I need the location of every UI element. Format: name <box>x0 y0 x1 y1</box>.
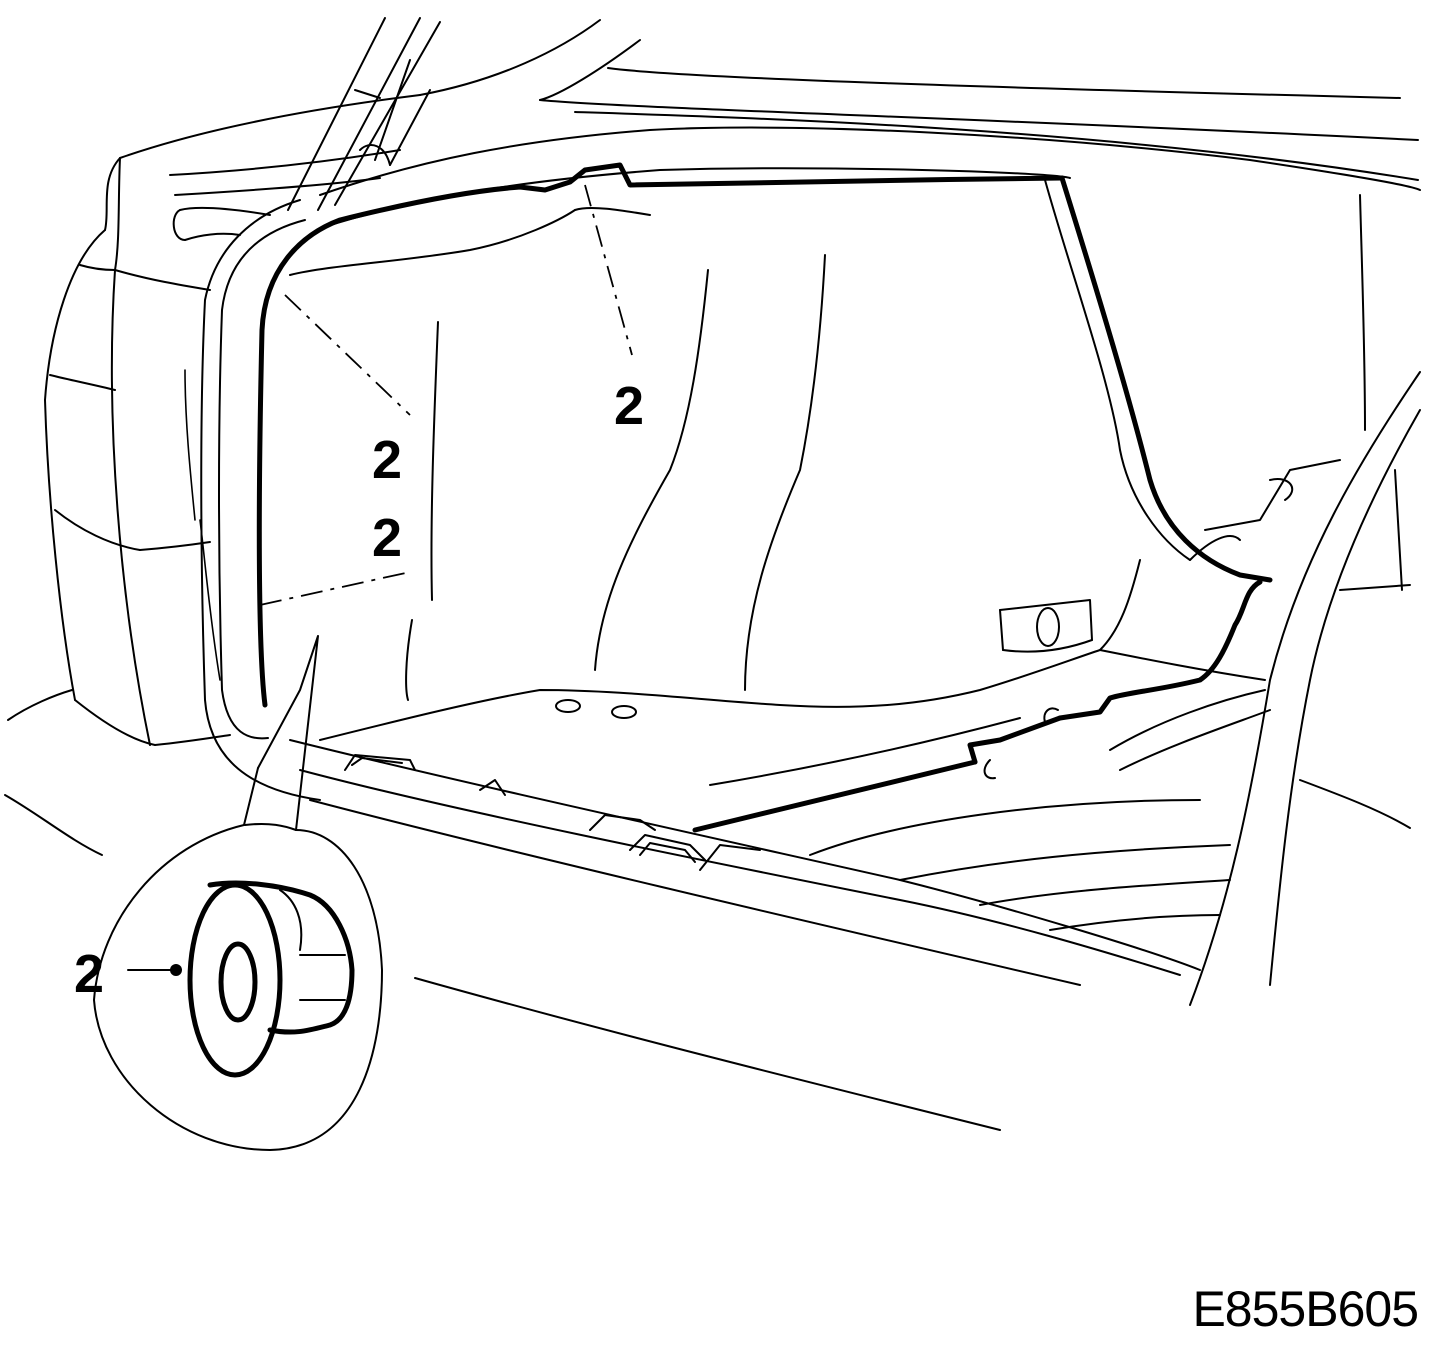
grommet <box>187 880 355 1078</box>
wiring-harness <box>256 162 1273 833</box>
callout-label: 2 <box>74 944 104 1004</box>
callout-label: 2 <box>372 430 402 490</box>
gas-strut <box>172 17 441 241</box>
rear-sill <box>289 739 1201 1131</box>
figure-id: E855B605 <box>1192 1281 1419 1337</box>
callout-label: 2 <box>372 508 402 568</box>
tail-light-cluster <box>44 157 231 746</box>
body-contours <box>4 689 103 856</box>
trunk-seal <box>200 126 1421 801</box>
trunk-lid-outline <box>119 19 1419 196</box>
leader-dot <box>170 964 182 976</box>
trunk-floor <box>319 649 1271 931</box>
trunk-interior <box>405 179 1366 701</box>
leader-lines <box>259 184 633 606</box>
grommet-detail <box>93 635 383 1151</box>
callout-label: 2 <box>614 376 644 436</box>
right-quarter-panel <box>1189 371 1421 1006</box>
